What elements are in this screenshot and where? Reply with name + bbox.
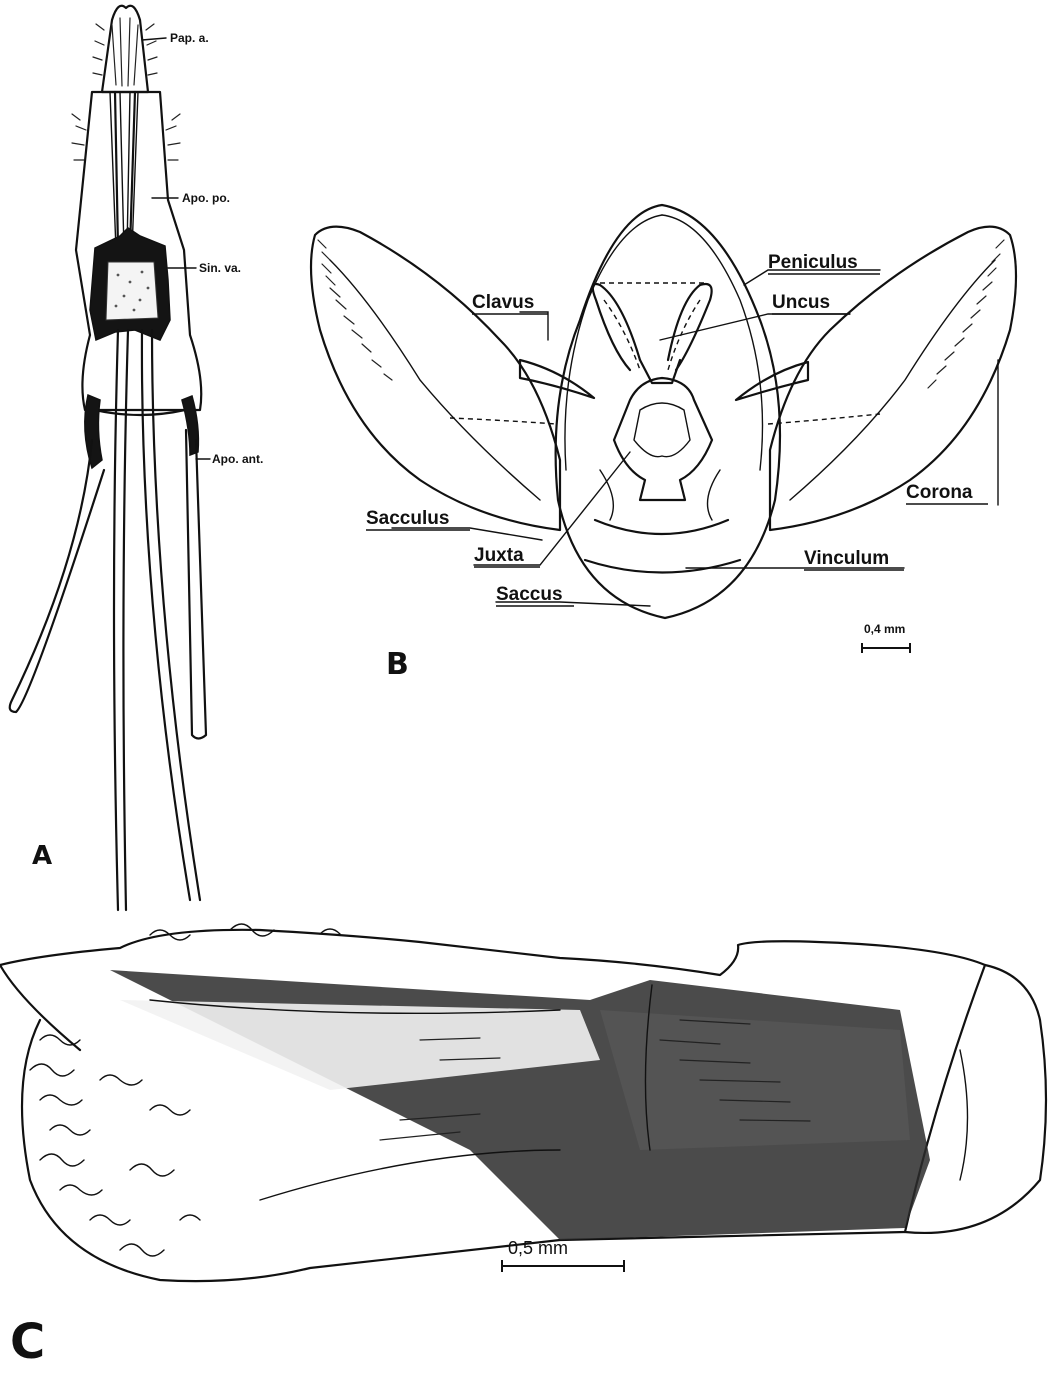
label-saccus: Saccus [496, 584, 563, 605]
label-apo-po: Apo. po. [182, 191, 230, 205]
panel-b-drawing [311, 205, 1016, 618]
panel-b-labels: Peniculus Clavus Uncus Corona Sacculus J… [366, 252, 988, 606]
scale-bar-c: 0,5 mm [502, 1238, 624, 1272]
scale-label-c: 0,5 mm [508, 1238, 568, 1258]
panel-letter-a: A [32, 841, 52, 871]
label-sacculus: Sacculus [366, 508, 449, 529]
scale-label-b: 0,4 mm [864, 622, 905, 636]
scale-bar-b: 0,4 mm [862, 622, 910, 653]
panel-a-drawing [10, 6, 206, 910]
label-vinculum: Vinculum [804, 548, 889, 569]
label-corona: Corona [906, 482, 973, 503]
label-juxta: Juxta [474, 545, 524, 566]
panel-letter-b: B [386, 647, 409, 682]
panel-c-drawing [0, 924, 1046, 1281]
label-sin-va: Sin. va. [199, 261, 241, 275]
label-peniculus: Peniculus [768, 252, 858, 273]
label-pap-a: Pap. a. [170, 31, 209, 45]
label-uncus: Uncus [772, 292, 830, 313]
panel-letter-c: C [10, 1314, 45, 1370]
label-apo-ant: Apo. ant. [212, 452, 263, 466]
label-clavus: Clavus [472, 292, 534, 313]
